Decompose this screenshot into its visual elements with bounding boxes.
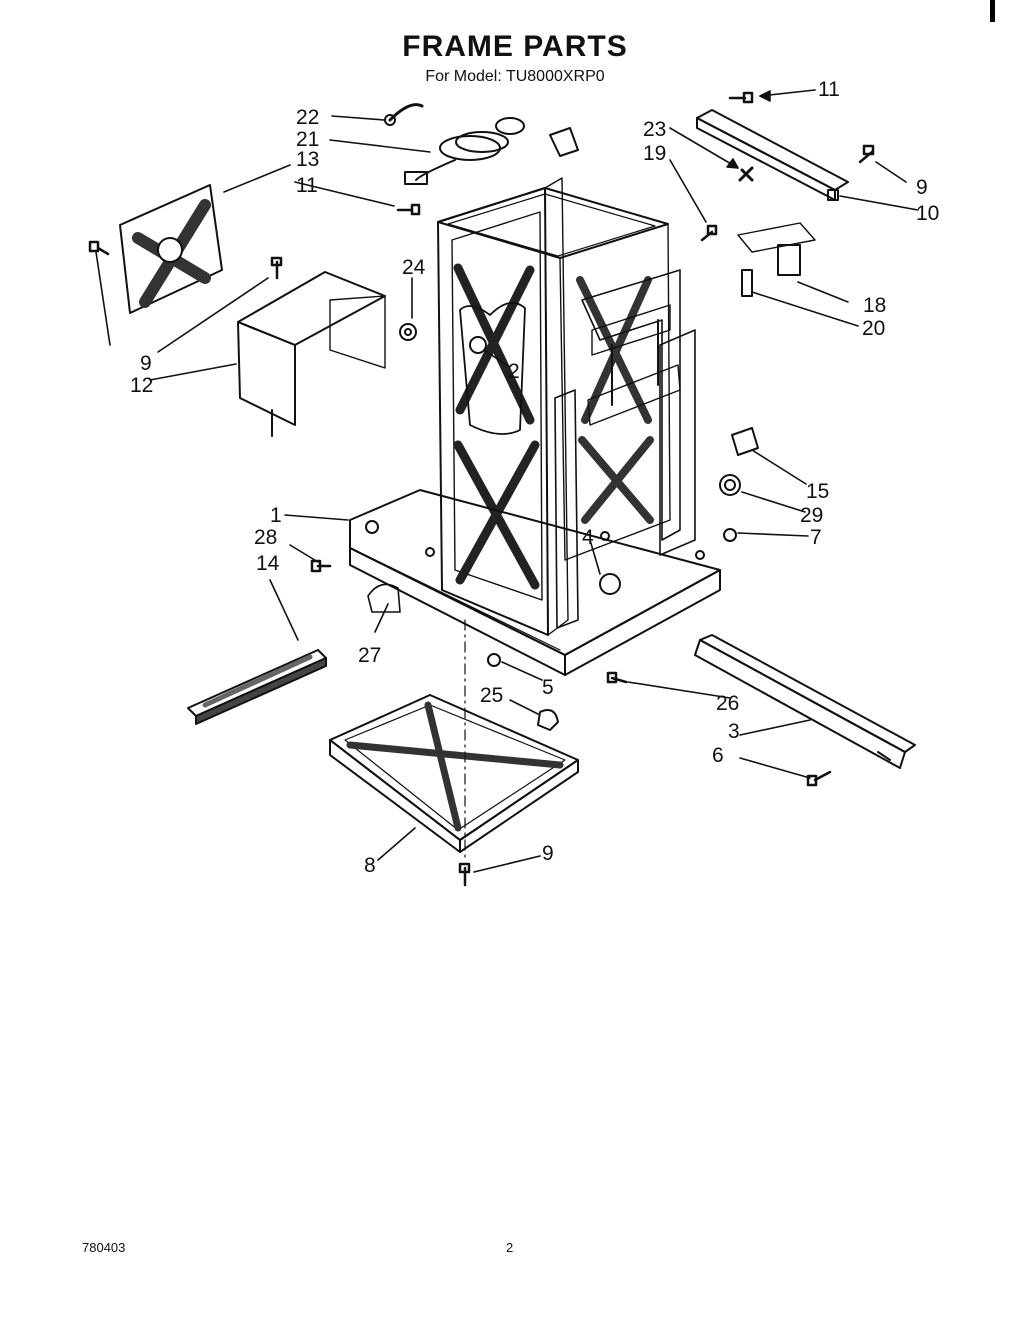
callout-29: 29 — [800, 504, 823, 527]
callout-25: 25 — [480, 684, 503, 707]
callout-28: 28 — [254, 526, 277, 549]
callout-26: 26 — [716, 692, 739, 715]
leader-lines — [95, 89, 919, 873]
callout-15: 15 — [806, 480, 829, 503]
callout-1: 1 — [270, 504, 282, 527]
callout-11-top: 11 — [818, 78, 840, 101]
callout-labels: 1 2 3 4 5 6 7 8 9 9 9 10 11 11 12 13 14 … — [130, 78, 939, 877]
callout-4: 4 — [582, 526, 594, 549]
callout-14: 14 — [256, 552, 280, 575]
wiring-shield — [237, 271, 386, 437]
model-subtitle: For Model: TU8000XRP0 — [425, 68, 605, 85]
callout-9-left: 9 — [140, 352, 152, 375]
frame-base — [349, 489, 721, 676]
side-rail — [694, 634, 916, 769]
callout-21: 21 — [296, 128, 319, 151]
callout-2: 2 — [508, 360, 520, 383]
page-number: 2 — [506, 1240, 514, 1255]
callout-7: 7 — [810, 526, 822, 549]
callout-13: 13 — [296, 148, 319, 171]
side-panel — [119, 184, 223, 314]
scan-edge-mark — [990, 0, 995, 22]
page-title: FRAME PARTS — [402, 30, 628, 63]
callout-12: 12 — [130, 374, 153, 397]
callout-6: 6 — [712, 744, 724, 767]
callout-19: 19 — [643, 142, 666, 165]
callout-5: 5 — [542, 676, 554, 699]
small-parts — [367, 103, 759, 731]
toe-strip — [187, 649, 327, 725]
callout-18: 18 — [863, 294, 886, 317]
callout-27: 27 — [358, 644, 381, 667]
screws — [88, 91, 875, 887]
callout-9-top: 9 — [916, 176, 928, 199]
bottom-pan — [329, 694, 579, 853]
power-cord — [404, 117, 579, 185]
frame-tower — [437, 177, 696, 636]
callout-10: 10 — [916, 202, 939, 225]
callout-3: 3 — [728, 720, 740, 743]
callout-8: 8 — [364, 854, 376, 877]
top-bracket — [696, 109, 849, 201]
callout-11-left: 11 — [296, 174, 318, 197]
callout-22: 22 — [296, 106, 319, 129]
callout-20: 20 — [862, 317, 885, 340]
callout-24: 24 — [402, 256, 426, 279]
document-number: 780403 — [82, 1240, 126, 1255]
switch-bracket — [737, 222, 816, 297]
callout-23: 23 — [643, 118, 666, 141]
callout-9-bottom: 9 — [542, 842, 554, 865]
